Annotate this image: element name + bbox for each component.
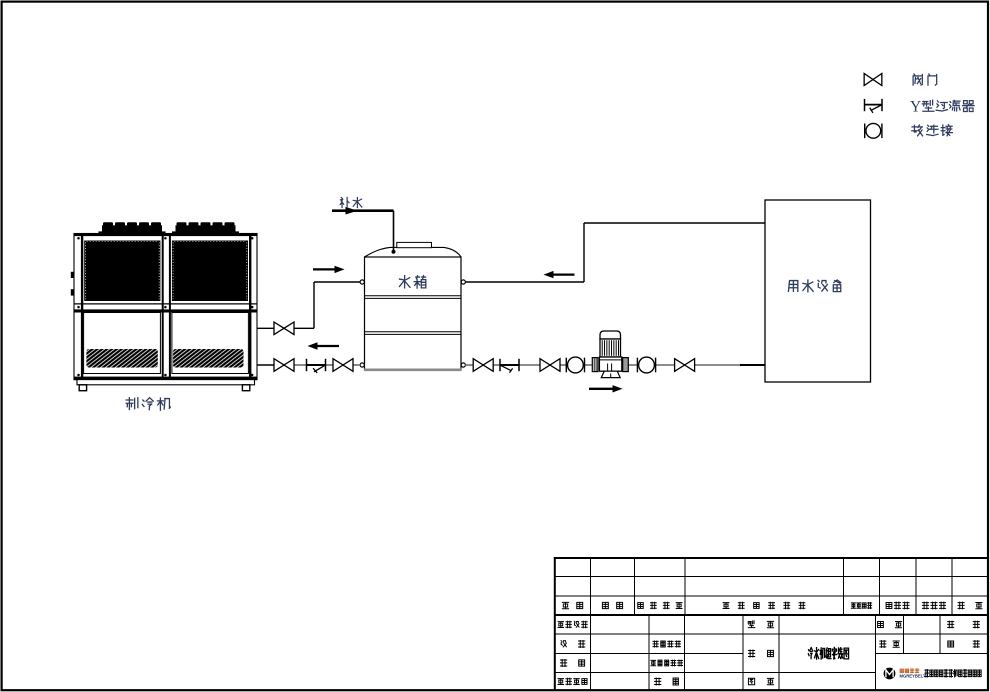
svg-text:MGREYBELT: MGREYBELT (900, 673, 926, 678)
svg-text:Y: Y (910, 99, 921, 116)
